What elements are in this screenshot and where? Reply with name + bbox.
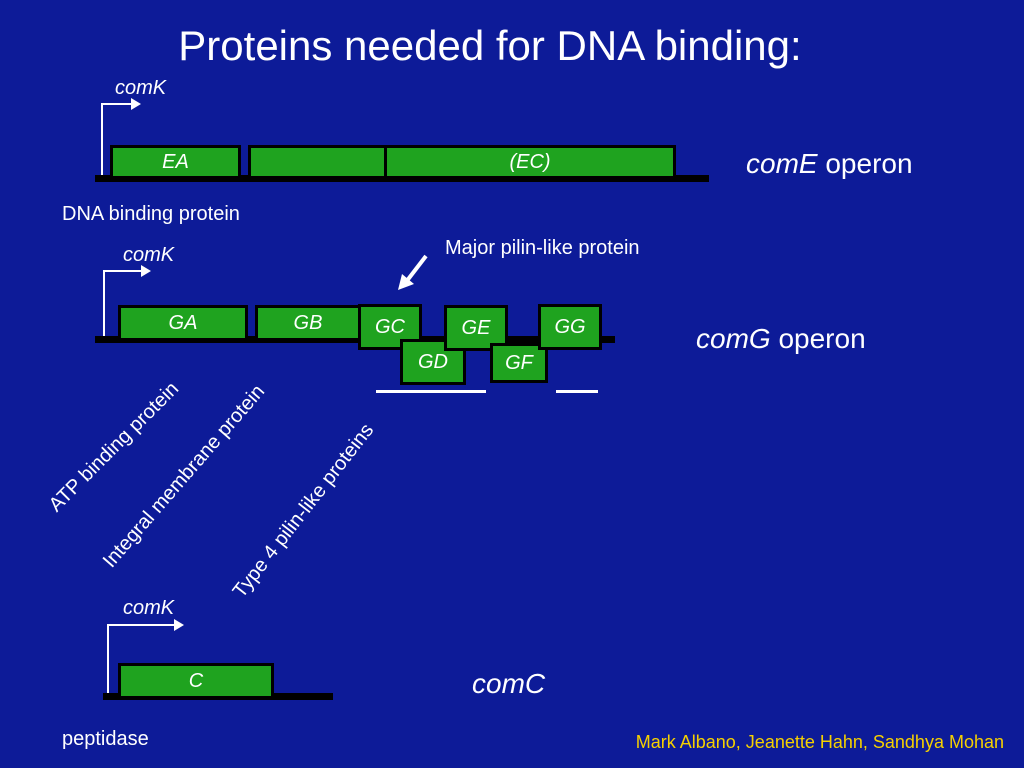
type4-underline-right — [556, 390, 598, 393]
come-promoter-label: comK — [115, 77, 167, 99]
comg-operon-name: comG — [696, 323, 771, 354]
gene-comC: C — [118, 663, 274, 699]
author-credit: Mark Albano, Jeanette Hahn, Sandhya Moha… — [635, 732, 1004, 752]
comc-promoter-stem — [107, 624, 109, 696]
come-promoter-arrow-icon — [131, 98, 141, 110]
comg-operon-label: comG operon — [696, 323, 866, 355]
gene-comGB: GB — [255, 305, 361, 341]
comg-type4-annotation: Type 4 pilin-like proteins — [228, 419, 379, 603]
gene-comGG: GG — [538, 304, 602, 350]
come-operon-suffix: operon — [817, 148, 913, 179]
gene-comEC: (EC) — [384, 145, 676, 179]
gene-comGA: GA — [118, 305, 248, 341]
comg-promoter-arrow-icon — [141, 265, 151, 277]
type4-underline-left — [376, 390, 486, 393]
come-annotation: DNA binding protein — [62, 203, 240, 225]
comg-promoter-stem — [103, 270, 105, 340]
comg-operon-suffix: operon — [770, 323, 866, 354]
gene-comEB — [248, 145, 387, 179]
comc-label: comC — [472, 668, 546, 699]
comg-promoter-label: comK — [123, 244, 175, 266]
comg-membrane-annotation: Integral membrane protein — [98, 380, 270, 573]
come-promoter-stem — [101, 103, 103, 177]
major-pilin-pointer-icon — [398, 254, 428, 290]
comc-promoter-arrow-icon — [174, 619, 184, 631]
come-operon-label: comE operon — [746, 148, 913, 180]
gene-comEA: EA — [110, 145, 241, 179]
comc-promoter-label: comK — [123, 597, 175, 619]
come-operon-name: comE — [746, 148, 818, 179]
comg-promoter-bar — [103, 270, 143, 272]
comc-promoter-bar — [107, 624, 175, 626]
come-promoter-bar — [101, 103, 133, 105]
slide-title: Proteins needed for DNA binding: — [178, 22, 802, 69]
comc-annotation: peptidase — [62, 728, 149, 750]
comg-major-pilin-annotation: Major pilin-like protein — [445, 237, 640, 259]
